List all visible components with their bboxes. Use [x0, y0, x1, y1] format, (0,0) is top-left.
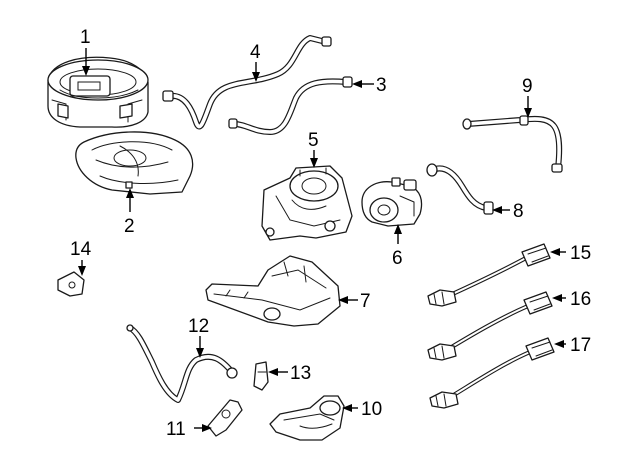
callout-16[interactable]: 16	[570, 289, 591, 310]
callout-3[interactable]: 3	[376, 75, 387, 96]
part-16-sensor[interactable]	[427, 291, 553, 361]
callout-labels: 1 2 3 4 5 6 7 8 9 10 11 12 13 14 15 16 1…	[70, 27, 591, 440]
callout-15[interactable]: 15	[570, 243, 591, 264]
callout-5[interactable]: 5	[308, 130, 319, 151]
part-4-hose[interactable]	[162, 35, 332, 130]
part-3-hose[interactable]	[228, 76, 353, 135]
callout-8[interactable]: 8	[513, 201, 524, 222]
callout-1[interactable]: 1	[80, 27, 91, 48]
callout-17[interactable]: 17	[570, 335, 591, 356]
part-9-hose[interactable]	[462, 115, 563, 173]
callout-4[interactable]: 4	[250, 42, 261, 63]
callout-13[interactable]: 13	[290, 363, 311, 384]
callout-7[interactable]: 7	[360, 291, 371, 312]
callout-11[interactable]: 11	[166, 419, 186, 440]
part-12-tube[interactable]	[126, 324, 238, 403]
part-1-housing[interactable]	[47, 56, 149, 128]
part-8-hose[interactable]	[426, 163, 494, 215]
callout-2[interactable]: 2	[124, 216, 135, 237]
part-7-plate[interactable]	[205, 255, 341, 327]
leader-lines	[78, 48, 566, 432]
callout-9[interactable]: 9	[522, 76, 533, 97]
part-5-pump-bracket[interactable]	[261, 165, 353, 241]
callout-6[interactable]: 6	[392, 248, 403, 269]
callout-10[interactable]: 10	[361, 399, 382, 420]
part-10-housing[interactable]	[269, 395, 345, 441]
callout-12[interactable]: 12	[188, 316, 209, 337]
part-17-sensor[interactable]	[429, 337, 555, 409]
part-15-sensor[interactable]	[427, 243, 551, 307]
part-14-bracket[interactable]	[57, 271, 85, 297]
callout-14[interactable]: 14	[70, 239, 92, 260]
part-2-shield[interactable]	[75, 131, 194, 195]
part-11-gasket[interactable]	[207, 399, 243, 437]
part-6-pump[interactable]	[361, 177, 423, 227]
part-13-clip[interactable]	[253, 361, 269, 391]
